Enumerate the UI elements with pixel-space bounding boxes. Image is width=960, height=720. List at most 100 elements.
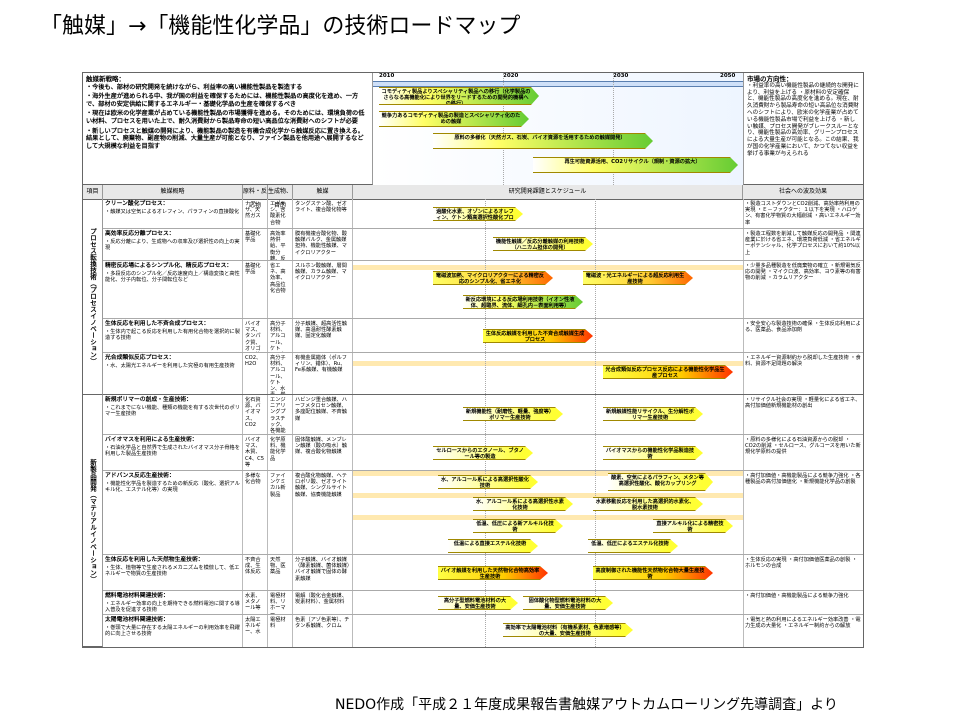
row-cat: 分子触媒、超高活性触媒、高温耐性酵素触媒、固定化触媒: [293, 319, 353, 352]
row-prod: 電極材料、リホーマー: [268, 591, 293, 614]
row-desc: ・エネルギー効率の向上を期待できる燃料電池に関する導入普及を促進する技術: [105, 601, 240, 614]
year-gridline: [595, 353, 596, 394]
row-timeline: 水、アルコール系による高選択性酸化技術 酸素、空気によるパラフィン、メタン等高選…: [353, 471, 744, 554]
top-arrow: 再生可能資源活用、CO2リサイクル（規制・資源の拡大）: [533, 157, 738, 173]
timeline-band: [353, 493, 743, 498]
strategy-paragraph: ・今後も、部材の研究開発を続けながら、利益率の高い機能性製品を製造する: [86, 83, 303, 91]
header-catalyst: 触媒: [293, 185, 353, 199]
row-desc: ・反応分離により、生成物への収率及び選択性の向上の実現: [105, 239, 240, 252]
group-process: プロセス転換技術（プロセスイノベーション）: [83, 199, 103, 395]
row-prod: 化学原料、機能化学品: [268, 435, 293, 470]
table-row: クリーン酸化プロセス：・触媒又は空気によるオレフィン、パラフィンの直接酸化 ナフ…: [103, 199, 863, 229]
row-name: アドバンス反応生産技術：: [105, 473, 175, 479]
source-footer: NEDO作成「平成２１年度成果報告書触媒アウトカムローリング先導調査」より: [335, 697, 838, 713]
row-cat: 膜有機複合酸化物、酸触媒バルク、金属触媒担持、機能性触媒、マイクロリアクター: [293, 229, 353, 260]
year-gridline: [613, 73, 614, 185]
row-feed: 基礎化学品: [243, 229, 268, 260]
row-timeline: 高効率で太陽電池材料（有機系素材、色素増感等）の大量、安価生産技術: [353, 615, 744, 647]
row-feed: バイオマス、タンパク質、オリゴマー等: [243, 319, 268, 352]
timeline-axis-bar: [373, 81, 743, 87]
row-timeline: 生体反応触媒を利用した不斉合成触媒生成プロセス: [353, 319, 744, 352]
row-desc: ・石油化学品と自然界で生成されたバイオマス分子骨格を利用した製品生産技術: [105, 445, 240, 458]
row-summary: 生体反応を利用した天然物生産技術：・生体、植物等で生産されるメカニズムを模倣して…: [103, 555, 243, 590]
row-summary: 光合成類似反応プロセス：・水、太陽光エネルギーを利用した究極の有用生産技術: [103, 353, 243, 394]
row-desc: ・これまでにない機能、種類の機能を有する次世代のポリマー生産技術: [105, 405, 240, 418]
row-feed: バイオマス、木質、C4、C5等: [243, 435, 268, 470]
row-effect: ・原料の多様化による石油資源からの脱却 ・CO2の削減 ・セルロース、グルコース…: [745, 437, 861, 456]
table-row: アドバンス反応生産技術： ・機能性化学品を製造するための新反応（酸化、選択アルキル…: [103, 471, 863, 555]
roadmap-arrow: 低温、低圧によるエステル化技術: [588, 539, 678, 553]
row-prod: エポキシ、含酸素化合物: [268, 199, 293, 228]
table-row: バイオマスを利用による生産技術： ・石油化学品と自然界で生成されたバイオマス分子骨…: [103, 435, 863, 471]
strategy-paragraph: ・海外生産が進められる中、我が国の利益を確保するためには、機能性製品の高度化を進…: [86, 93, 359, 108]
roadmap-arrow: 新規機能性（耐磨性、軽量、強度等）ポリマー生産技術: [463, 407, 563, 421]
header-feedstock: 原料・反応物: [243, 185, 268, 209]
row-prod: 高分子材料、アルコール、ケトン、含硫、光学活性体: [268, 319, 293, 352]
strategy-heading: 触媒新戦略：: [86, 75, 125, 83]
row-name: 生体反応を利用した不斉合成プロセス：: [105, 321, 210, 327]
row-cat: ハビンジ重合触媒、ハーフメタロセン触媒、多座配位触媒、不斉触媒: [293, 395, 353, 434]
timeline-overview: 2010 2020 2030 2050 コモディティ製品よりスペシャリティ製品へ…: [373, 73, 743, 186]
row-name: バイオマスを利用による生産技術：: [105, 437, 198, 443]
row-prod: 電極材料: [268, 615, 293, 647]
roadmap-arrow: 直接アルキル化による精密技術: [653, 519, 733, 533]
row-feed: 化石資源、バイオマス、CO2: [243, 395, 268, 434]
row-name: クリーン酸化プロセス：: [105, 201, 169, 207]
row-desc: ・多段反応のシンプル化／反応速度向上／構造変換と高性能化、分子内転位、分子間転位…: [105, 271, 240, 284]
roadmap-arrow: 水、アルコール系による高選択性酸化技術: [438, 475, 538, 489]
strategy-paragraph: ・現在は欧米の化学産業が占めている機能性製品の市場獲得を進める。そのためには、環…: [86, 110, 365, 125]
row-effect: ・生体反応の実現 ・高付加価値医薬品の創製 ・ホルモンの合成: [745, 557, 858, 570]
table-row: 生体反応を利用した不斉合成プロセス：・生体内で起こる反応を利用した有用化合物を選…: [103, 319, 863, 353]
year-gridline: [595, 199, 596, 228]
header-schedule: 研究開発課題とスケジュール: [353, 185, 743, 199]
roadmap-arrow: 光合成類似反応プロセス反応による機能性化学品生産プロセス: [603, 365, 733, 379]
row-prod: エンジニアリングプラスチック、各機能ポリマー等: [268, 395, 293, 434]
table-row: 高効率反応分離プロセス：・反応分離により、生成物への収率及び選択性の向上の実現 …: [103, 229, 863, 261]
table-row: 光合成類似反応プロセス：・水、太陽光エネルギーを利用した究極の有用生産技術 CO…: [103, 353, 863, 395]
year-label: 2010: [379, 73, 395, 79]
roadmap-arrow: 水素移動反応を利用した高選択的水素化、脱水素技術: [593, 497, 703, 511]
roadmap-arrow: 高効率で太陽電池材料（有機系素材、色素増感等）の大量、安価生産技術: [503, 623, 633, 637]
row-desc: ・機能性化学品を製造するための新反応（酸化、選択アルキル化、エステル化等）の実現: [105, 481, 240, 494]
row-name: 太陽電池材料関連技術：: [105, 617, 169, 623]
row-timeline: バイオ触媒を利用した天然物化合物高効率生産技術 高度制御された機能性天然物化合物…: [353, 555, 744, 590]
row-feed: 不斉合成、生体反応: [243, 555, 268, 590]
top-arrow: コモディティ製品よりスペシャリティ製品への移行（化学製品のさらなる高機能化により…: [379, 87, 539, 105]
row-effect: ・製造コストダウンとCO2削減、高効率熱利用の実現 ・Ｅ－ファクター：１以下を実…: [745, 201, 861, 226]
row-effect: ・高付加価値・高機能製品による競争力強化 ・各種製品の高付加価値化 ・新規機能化…: [745, 473, 861, 486]
row-prod: 高分子材料、アルコール、ケトン、水素、炭化水素化合物: [268, 353, 293, 394]
timeline-band: [353, 515, 743, 520]
roadmap-arrow: 機能性触媒／反応分離触媒の利用技術（ハニカム担体の開発）: [493, 237, 593, 251]
roadmap-arrow: 高度制御された機能性天然物化合物大量生産技術: [593, 566, 713, 580]
timeline-band: [353, 361, 743, 366]
roadmap-arrow: 酸素、空気によるパラフィン、メタン等高選択性酸化、酸化カップリング: [608, 473, 713, 491]
row-cat: スルホン酸触媒、層間触媒、カラム触媒、マイクロリアクター: [293, 261, 353, 318]
year-gridline: [485, 261, 486, 318]
roadmap-arrow: 電磁波・光エネルギーによる超反応利用生産技術: [583, 271, 693, 285]
row-cat: タングステン酸、ゼオライト、複合酸化物等: [293, 199, 353, 228]
top-arrow: 競争力あるコモディティ製品の製造とスペシャリティ化のための触媒: [379, 111, 529, 127]
roadmap-arrow: バイオ触媒を利用した天然物化合物高効率生産技術: [438, 566, 548, 580]
year-label: 2050: [720, 73, 736, 79]
row-summary: バイオマスを利用による生産技術： ・石油化学品と自然界で生成されたバイオマス分子骨…: [103, 435, 243, 470]
table-row: 新規ポリマーの創成・生産技術：・これまでにない機能、種類の機能を有する次世代のポ…: [103, 395, 863, 435]
year-gridline: [595, 395, 596, 434]
strategy-paragraph: ・新しいプロセスと触媒の開発により、機能製品の製造を有機合成化学から触媒反応に置…: [86, 127, 364, 150]
year-gridline: [595, 435, 596, 470]
row-summary: クリーン酸化プロセス：・触媒又は空気によるオレフィン、パラフィンの直接酸化: [103, 199, 243, 228]
year-gridline: [595, 471, 596, 554]
row-prod: 高効率熱供給、平衡分離、反応分離・熱供給: [268, 229, 293, 260]
row-effect: ・エネルギー資源制約から脱却した生産技術 ・食料、資源不足問題の解決: [745, 355, 861, 368]
row-summary: アドバンス反応生産技術： ・機能性化学品を製造するための新反応（酸化、選択アルキル…: [103, 471, 243, 554]
table-row: 生体反応を利用した天然物生産技術：・生体、植物等で生産されるメカニズムを模倣して…: [103, 555, 863, 591]
year-gridline: [595, 229, 596, 260]
row-summary: 精密反応場によるシンプル化、精反応プロセス：・多段反応のシンプル化／反応速度向上…: [103, 261, 243, 318]
row-timeline: 過酸化水素、オゾンによるオレフィン、ケトン類高選択性酸化プロセス: [353, 199, 744, 228]
row-cat: 分子触媒、バイオ触媒（酵素触媒、菌体触媒）バイオ触媒で固体の酵素触媒: [293, 555, 353, 590]
row-effect: ・製造工程数を削減して触媒反応の開発品 ・関連産業に於ける省エネ、環境負荷低減 …: [745, 231, 861, 256]
header-item: 項目: [83, 185, 103, 199]
roadmap-arrow: 固体酸化物型燃料電池材料の大量、安価生産技術: [523, 596, 613, 610]
header-product: 生成物、目的: [268, 185, 293, 209]
header-summary: 触媒概略: [103, 185, 243, 199]
row-summary: 生体反応を利用した不斉合成プロセス：・生体内で起こる反応を利用した有用化合物を選…: [103, 319, 243, 352]
